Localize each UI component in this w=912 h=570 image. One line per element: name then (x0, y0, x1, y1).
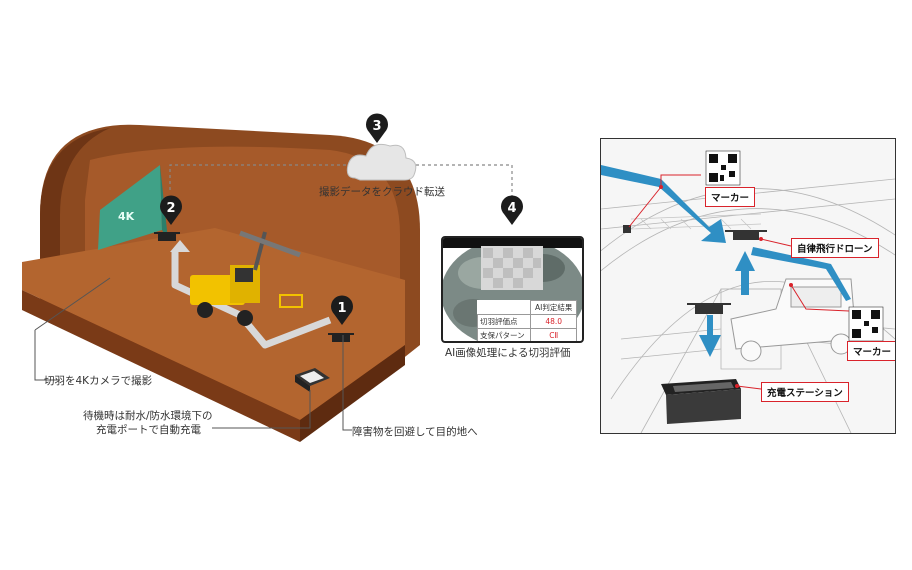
ai-result-table: AI判定結果 切羽評価点 48.0 支保パターン CⅡ (476, 300, 577, 341)
truck-drawing (730, 278, 857, 362)
tunnel-illustration: 1 2 3 4 4K (22, 113, 523, 442)
cloud-caption: 撮影データをクラウド転送 (319, 186, 445, 198)
svg-text:2: 2 (166, 201, 175, 216)
step-pin-2: 2 (160, 195, 182, 225)
drone-icon (328, 333, 354, 342)
charging-station-icon (661, 379, 741, 424)
table-row1-value: 48.0 (530, 314, 577, 329)
label-charge-line2: 充電ポートで自動充電 (96, 424, 201, 436)
callout-station: 充電ステーション (761, 382, 849, 402)
table-row2-label: 支保パターン (476, 328, 532, 341)
svg-text:1: 1 (337, 301, 346, 316)
qr-marker-icon (705, 150, 741, 186)
step-pin-1: 1 (331, 295, 353, 325)
ai-result-panel: AI判定結果 切羽評価点 48.0 支保パターン CⅡ (441, 236, 584, 343)
callout-marker-right: マーカー (847, 341, 895, 361)
label-charge-line1: 待機時は耐水/防水環境下の (83, 410, 213, 422)
drill-jumbo-machine (190, 230, 303, 326)
table-row2-value: CⅡ (530, 328, 577, 341)
callout-marker-top: マーカー (705, 187, 756, 207)
screen-label: 4K (118, 210, 135, 223)
table-row1-label: 切羽評価点 (476, 314, 532, 329)
label-avoid: 障害物を回避して目的地へ (352, 426, 478, 438)
up-arrow-icon (735, 251, 755, 295)
drone-system-illustration: マーカー 自律飛行ドローン マーカー 充電ステーション (600, 138, 896, 434)
drone-icon (154, 232, 180, 241)
svg-text:4: 4 (507, 201, 516, 216)
flight-path-arrow (601, 165, 726, 243)
down-arrow-icon (699, 315, 721, 357)
drone-icon (687, 303, 731, 314)
svg-text:3: 3 (372, 119, 381, 134)
ai-caption: AI画像処理による切羽評価 (445, 347, 571, 359)
drone-icon (725, 230, 767, 240)
qr-marker-small-icon (623, 225, 631, 233)
table-header: AI判定結果 (530, 300, 577, 315)
label-camera: 切羽を4Kカメラで撮影 (44, 375, 153, 387)
cloud-icon (346, 143, 417, 181)
charging-port-icon (295, 368, 330, 392)
step-pin-3: 3 (366, 113, 388, 143)
step-pin-4: 4 (501, 195, 523, 225)
callout-drone: 自律飛行ドローン (791, 238, 879, 258)
qr-marker-icon (848, 306, 884, 342)
